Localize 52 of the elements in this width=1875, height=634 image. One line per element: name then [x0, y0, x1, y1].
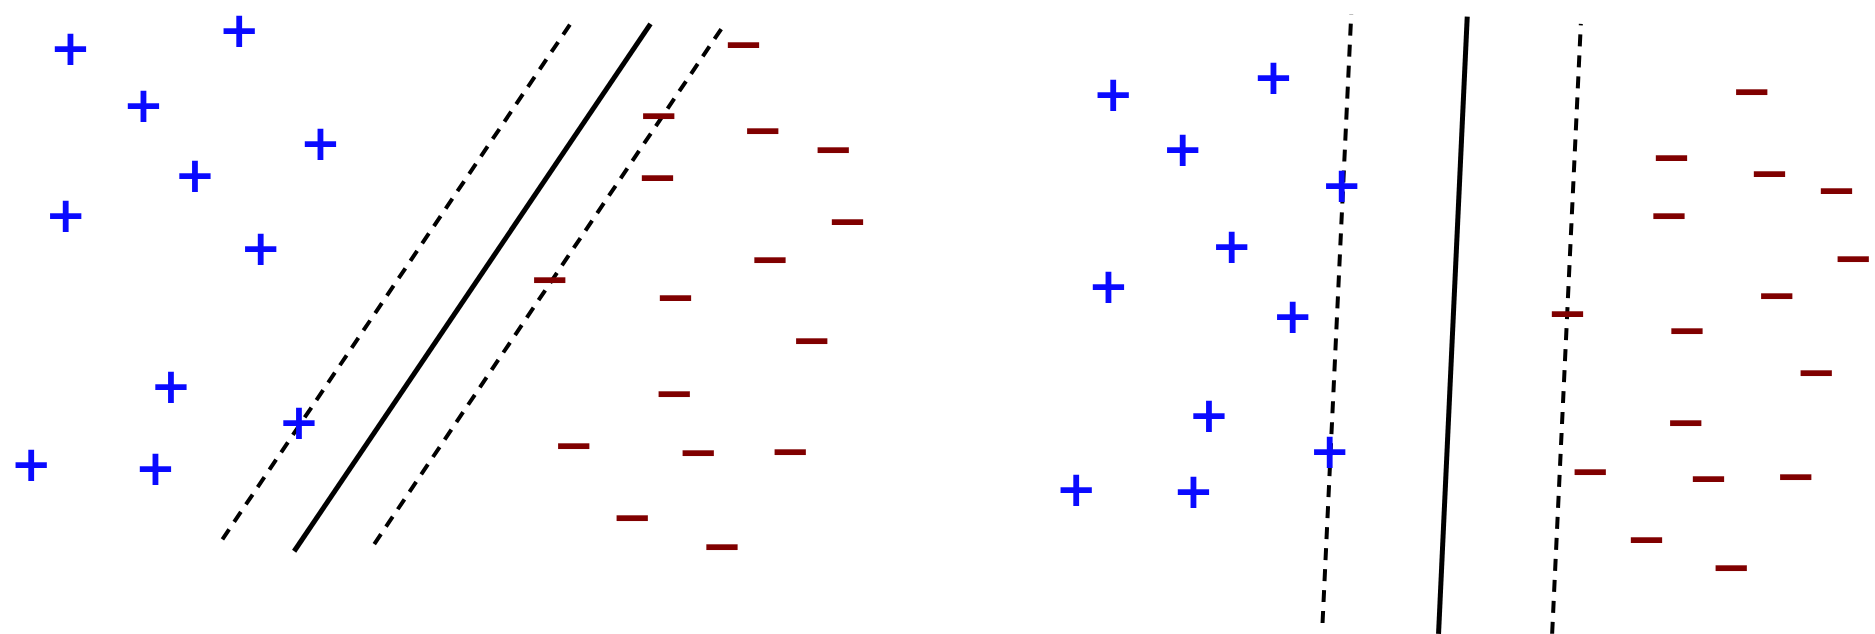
positive-sample-mark: + — [1308, 425, 1351, 476]
negative-sample-mark: − — [1625, 514, 1668, 565]
positive-sample-mark: + — [1161, 124, 1204, 175]
positive-sample-mark: + — [49, 22, 92, 73]
negative-sample-mark: − — [812, 124, 855, 175]
negative-sample-mark: − — [749, 234, 792, 285]
positive-sample-mark: + — [44, 190, 87, 241]
negative-sample-mark: − — [1832, 233, 1875, 284]
negative-sample-mark: − — [1650, 131, 1693, 182]
positive-sample-mark: + — [1271, 290, 1314, 341]
negative-sample-mark: − — [1687, 453, 1730, 504]
positive-sample-mark: + — [1210, 221, 1253, 272]
negative-sample-mark: − — [1795, 346, 1838, 397]
positive-sample-mark: + — [1320, 160, 1363, 211]
positive-sample-mark: + — [1055, 464, 1098, 515]
negative-sample-mark: − — [653, 368, 696, 419]
positive-sample-mark: + — [173, 149, 216, 200]
positive-sample-mark: + — [134, 442, 177, 493]
positive-sample-mark: + — [1092, 69, 1135, 120]
negative-sample-mark: − — [1815, 165, 1858, 216]
negative-sample-mark: − — [636, 151, 679, 202]
negative-sample-mark: − — [1666, 305, 1709, 356]
positive-sample-mark: + — [1087, 260, 1130, 311]
negative-sample-mark: − — [654, 271, 697, 322]
negative-sample-mark: − — [1756, 270, 1798, 321]
negative-sample-mark: − — [701, 521, 744, 572]
positive-sample-mark: + — [10, 438, 53, 489]
negative-sample-mark: − — [741, 105, 784, 156]
positive-sample-mark: + — [278, 397, 320, 448]
negative-sample-mark: − — [637, 89, 680, 140]
negative-sample-mark: − — [826, 196, 869, 247]
positive-sample-mark: + — [150, 361, 192, 412]
negative-sample-mark: − — [1665, 397, 1707, 448]
negative-sample-mark: − — [722, 19, 765, 70]
positive-sample-mark: + — [1252, 51, 1295, 102]
positive-sample-mark: + — [239, 222, 282, 273]
negative-sample-mark: − — [1648, 190, 1691, 241]
positive-sample-mark: + — [299, 118, 342, 169]
negative-sample-mark: − — [677, 427, 720, 477]
negative-sample-mark: − — [1710, 541, 1753, 592]
negative-sample-mark: − — [1775, 450, 1817, 501]
negative-sample-mark: − — [1569, 446, 1612, 497]
negative-sample-mark: − — [611, 491, 654, 542]
negative-sample-mark: − — [553, 419, 595, 470]
negative-sample-mark: − — [1730, 65, 1773, 116]
negative-sample-mark: − — [769, 425, 812, 476]
positive-sample-mark: + — [122, 80, 165, 131]
positive-sample-mark: + — [218, 4, 261, 55]
negative-sample-mark: − — [791, 314, 833, 365]
positive-sample-mark: + — [1188, 389, 1230, 440]
negative-sample-mark: − — [1748, 148, 1791, 199]
positive-sample-mark: + — [1172, 466, 1215, 517]
